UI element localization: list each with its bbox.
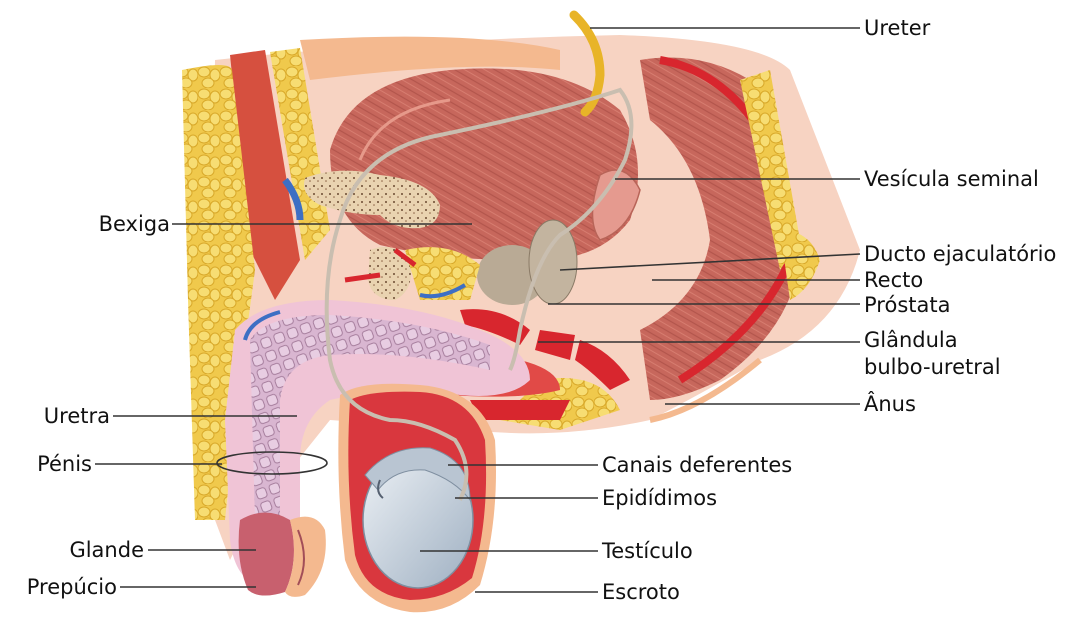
label-recto: Recto (864, 268, 923, 292)
label-glande: Glande (0, 538, 144, 562)
label-testiculo: Testículo (602, 539, 693, 563)
testis (363, 448, 473, 588)
label-prostata: Próstata (864, 293, 950, 317)
label-anus: Ânus (864, 392, 916, 416)
label-ducto-ejaculatorio: Ducto ejaculatório (864, 242, 1056, 266)
glans (239, 513, 326, 597)
label-ureter: Ureter (864, 16, 930, 40)
label-bexiga: Bexiga (60, 212, 170, 236)
label-penis: Pénis (0, 452, 92, 476)
label-escroto: Escroto (602, 580, 680, 604)
label-canais-deferentes: Canais deferentes (602, 453, 792, 477)
label-epididimos: Epidídimos (602, 486, 717, 510)
label-glandula-line2: bulbo-uretral (864, 355, 1001, 379)
label-glandula-line1: Glândula (864, 328, 958, 352)
label-vesicula-seminal: Vesícula seminal (864, 167, 1039, 191)
label-uretra: Uretra (0, 404, 110, 428)
label-prepucio: Prepúcio (0, 575, 117, 599)
